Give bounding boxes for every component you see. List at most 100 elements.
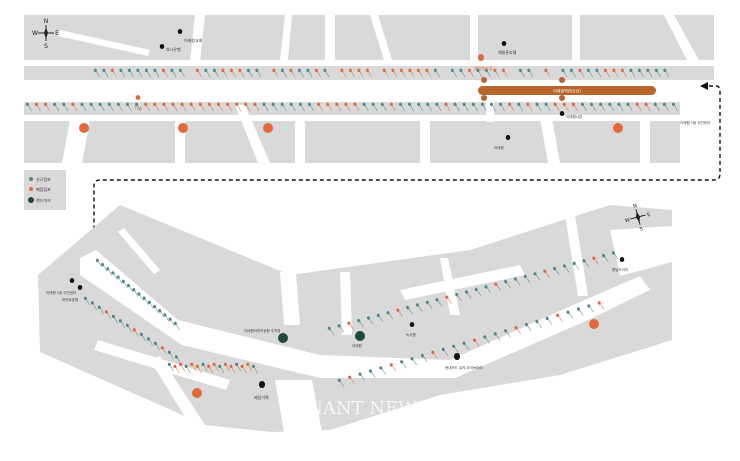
store-pin-icon[interactable] bbox=[602, 253, 609, 263]
lower-zone-marker[interactable] bbox=[589, 319, 599, 329]
store-pin-icon[interactable] bbox=[408, 68, 415, 78]
store-pin-icon[interactable] bbox=[472, 338, 480, 348]
upper-landmark-bank[interactable]: 하나은행 bbox=[159, 44, 181, 52]
store-pin-icon[interactable] bbox=[306, 68, 313, 78]
store-pin-icon[interactable] bbox=[170, 68, 177, 78]
store-pin-icon[interactable] bbox=[603, 68, 610, 78]
store-pin-icon[interactable] bbox=[663, 68, 670, 78]
store-pin-icon[interactable] bbox=[146, 337, 153, 347]
store-pin-icon[interactable] bbox=[611, 251, 619, 261]
store-pin-icon[interactable] bbox=[544, 102, 551, 112]
store-pin-icon[interactable] bbox=[262, 102, 269, 112]
store-pin-icon[interactable] bbox=[251, 364, 258, 374]
store-pin-icon[interactable] bbox=[335, 102, 342, 112]
store-pin-icon[interactable] bbox=[582, 259, 589, 269]
store-pin-icon[interactable] bbox=[207, 102, 214, 112]
store-pin-icon[interactable] bbox=[597, 301, 605, 311]
store-pin-icon[interactable] bbox=[71, 102, 78, 112]
store-pin-icon[interactable] bbox=[221, 68, 228, 78]
zone-marker[interactable] bbox=[613, 123, 623, 133]
store-pin-icon[interactable] bbox=[433, 68, 440, 78]
store-pin-icon[interactable] bbox=[445, 295, 452, 305]
store-pin-icon[interactable] bbox=[587, 304, 594, 314]
store-pin-icon[interactable] bbox=[441, 347, 449, 357]
store-pin-icon[interactable] bbox=[508, 102, 515, 112]
store-pin-icon[interactable] bbox=[110, 68, 117, 78]
store-pin-icon[interactable] bbox=[526, 102, 533, 112]
store-pin-icon[interactable] bbox=[562, 102, 569, 112]
store-pin-icon[interactable] bbox=[592, 256, 599, 266]
store-pin-icon[interactable] bbox=[235, 362, 241, 372]
store-pin-icon[interactable] bbox=[504, 329, 511, 339]
store-pin-icon[interactable] bbox=[435, 298, 442, 308]
upper-orange-pin[interactable]: 해밀톤호텔 bbox=[474, 54, 493, 71]
store-pin-icon[interactable] bbox=[399, 68, 406, 78]
upper-landmark-school[interactable]: 이태원교회 bbox=[177, 29, 203, 43]
store-pin-icon[interactable] bbox=[595, 68, 602, 78]
store-pin-icon[interactable] bbox=[83, 296, 90, 306]
store-pin-icon[interactable] bbox=[238, 68, 245, 78]
upper-sign-left[interactable]: TGA bbox=[133, 95, 143, 111]
store-pin-icon[interactable] bbox=[398, 102, 405, 112]
store-pin-icon[interactable] bbox=[162, 102, 169, 112]
store-pin-icon[interactable] bbox=[517, 102, 524, 112]
store-pin-icon[interactable] bbox=[317, 102, 323, 112]
store-pin-icon[interactable] bbox=[323, 68, 330, 78]
store-pin-icon[interactable] bbox=[562, 264, 570, 274]
store-pin-icon[interactable] bbox=[620, 68, 627, 78]
store-pin-icon[interactable] bbox=[178, 68, 185, 78]
store-pin-icon[interactable] bbox=[207, 364, 213, 374]
store-pin-icon[interactable] bbox=[484, 68, 491, 78]
store-pin-icon[interactable] bbox=[223, 362, 230, 372]
store-pin-icon[interactable] bbox=[280, 102, 287, 112]
store-pin-icon[interactable] bbox=[533, 272, 540, 282]
store-pin-icon[interactable] bbox=[111, 271, 118, 281]
store-pin-icon[interactable] bbox=[483, 335, 490, 345]
store-pin-icon[interactable] bbox=[504, 279, 511, 289]
zone-marker[interactable] bbox=[79, 123, 89, 133]
store-pin-icon[interactable] bbox=[80, 102, 87, 112]
store-pin-icon[interactable] bbox=[104, 310, 111, 320]
store-pin-icon[interactable] bbox=[545, 316, 553, 326]
lower-landmark-mid[interactable]: 녹사평 bbox=[406, 322, 416, 337]
store-pin-icon[interactable] bbox=[171, 102, 178, 112]
store-pin-icon[interactable] bbox=[462, 341, 469, 351]
store-pin-icon[interactable] bbox=[62, 102, 69, 112]
store-pin-icon[interactable] bbox=[553, 266, 560, 276]
store-pin-icon[interactable] bbox=[389, 363, 397, 373]
store-pin-icon[interactable] bbox=[289, 102, 296, 112]
store-pin-icon[interactable] bbox=[553, 102, 560, 112]
store-pin-icon[interactable] bbox=[195, 68, 202, 78]
store-pin-icon[interactable] bbox=[410, 356, 417, 366]
store-pin-icon[interactable] bbox=[198, 102, 205, 112]
store-pin-icon[interactable] bbox=[417, 102, 424, 112]
store-pin-icon[interactable] bbox=[136, 68, 143, 78]
store-pin-icon[interactable] bbox=[590, 102, 596, 112]
store-pin-icon[interactable] bbox=[144, 68, 151, 78]
store-pin-icon[interactable] bbox=[127, 68, 134, 78]
store-pin-icon[interactable] bbox=[671, 102, 678, 112]
store-pin-icon[interactable] bbox=[556, 313, 563, 323]
lower-landmark-bottom[interactable]: 제일기획 bbox=[254, 381, 269, 400]
store-pin-icon[interactable] bbox=[459, 68, 466, 78]
store-pin-icon[interactable] bbox=[425, 68, 432, 78]
store-pin-icon[interactable] bbox=[471, 102, 478, 112]
store-pin-icon[interactable] bbox=[160, 346, 167, 356]
store-pin-icon[interactable] bbox=[167, 362, 174, 372]
store-pin-icon[interactable] bbox=[161, 68, 168, 78]
store-pin-icon[interactable] bbox=[189, 102, 196, 112]
store-pin-icon[interactable] bbox=[97, 305, 104, 315]
store-pin-icon[interactable] bbox=[98, 102, 105, 112]
store-pin-icon[interactable] bbox=[190, 362, 197, 372]
store-pin-icon[interactable] bbox=[204, 68, 211, 78]
store-pin-icon[interactable] bbox=[125, 323, 132, 333]
store-pin-icon[interactable] bbox=[371, 102, 378, 112]
store-pin-icon[interactable] bbox=[626, 102, 633, 112]
store-pin-icon[interactable] bbox=[400, 360, 407, 370]
upper-landmark-church[interactable]: 해밀톤호텔 bbox=[498, 41, 517, 55]
store-pin-icon[interactable] bbox=[139, 332, 146, 342]
store-pin-icon[interactable] bbox=[494, 282, 501, 292]
store-pin-icon[interactable] bbox=[229, 68, 236, 78]
lower-landmark-hotel[interactable]: 현대카드 뮤직 라이브러리 bbox=[445, 353, 483, 370]
store-pin-icon[interactable] bbox=[617, 102, 624, 112]
